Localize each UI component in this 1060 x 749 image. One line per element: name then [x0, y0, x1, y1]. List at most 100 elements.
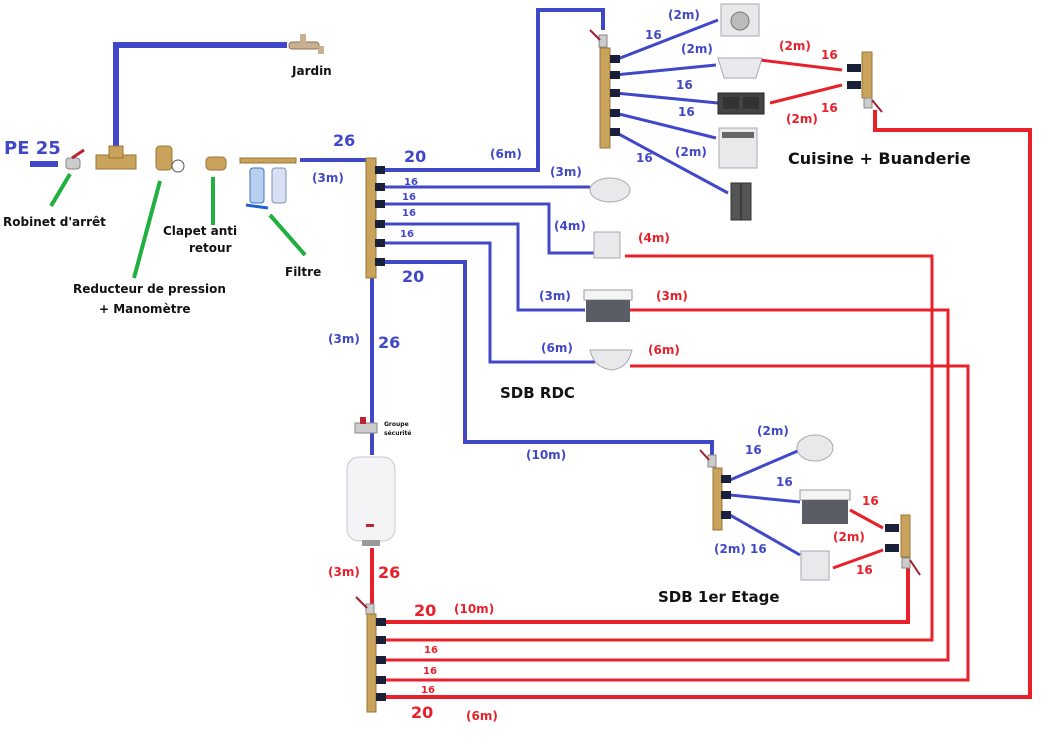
room-bath-ground: SDB RDC	[500, 384, 575, 402]
size-label: 16	[821, 48, 838, 62]
size-label: 16	[423, 666, 437, 677]
hot-pipe-first-floor	[385, 568, 910, 624]
size-label: 16	[424, 645, 438, 656]
safety-group-label-1: Groupe	[384, 421, 409, 428]
kitchen-cold-branches	[614, 18, 729, 195]
water-heater-icon	[346, 456, 396, 546]
cold-pipe-bath	[380, 241, 595, 364]
length-label: (6m)	[490, 147, 522, 161]
length-label: (6m)	[541, 341, 573, 355]
supply-pipe-label: PE 25	[4, 138, 61, 159]
stop-valve-label: Robinet d'arrêt	[3, 215, 106, 229]
size-label: 16	[421, 685, 435, 696]
length-label: (6m)	[648, 343, 680, 357]
washbasin-icon	[717, 57, 763, 79]
filter-label: Filtre	[285, 265, 321, 279]
size-label: 16	[745, 443, 762, 457]
length-label: (6m)	[466, 709, 498, 723]
kitchen-hot-branches	[759, 58, 843, 105]
filter-icon	[239, 157, 297, 210]
length-label: (2m)	[833, 530, 865, 544]
size-label: 16	[821, 101, 838, 115]
component-labels: PE 25 Robinet d'arrêt Reducteur de press…	[3, 64, 411, 437]
room-labels: Cuisine + Buanderie SDB RDC SDB 1er Etag…	[500, 149, 971, 606]
size-label: 16	[676, 78, 693, 92]
fridge-icon	[730, 182, 752, 221]
safety-group-label-2: sécurité	[384, 430, 411, 437]
length-label: (2m)	[779, 39, 811, 53]
bathtub-ground-icon	[589, 349, 633, 371]
first-floor-cold-manifold	[699, 449, 731, 531]
cold-pipes	[30, 8, 801, 557]
garden-pipe	[113, 42, 287, 148]
length-label: (3m)	[550, 165, 582, 179]
length-label: (3m)	[656, 289, 688, 303]
size-label: 16	[400, 229, 414, 240]
tee-fitting-icon	[95, 145, 137, 170]
hot-pipes	[370, 58, 1032, 699]
shower-ground-icon	[593, 231, 621, 259]
pressure-reducer-icon	[155, 145, 185, 173]
length-label: (2m)	[786, 112, 818, 126]
vanity-first-icon	[799, 489, 851, 524]
reducer-label: Reducteur de pression	[73, 282, 226, 296]
wc-first-icon	[796, 434, 834, 462]
kitchen-cold-manifold	[589, 29, 620, 149]
size-label: 20	[411, 703, 433, 722]
room-bath-first: SDB 1er Etage	[658, 588, 780, 606]
length-label: (3m)	[328, 332, 360, 346]
length-label: (2m)	[675, 145, 707, 159]
length-label: (2m)	[714, 542, 746, 556]
size-label: 16	[750, 542, 767, 556]
room-kitchen: Cuisine + Buanderie	[788, 149, 971, 168]
stop-valve-icon	[65, 148, 85, 170]
length-label: (10m)	[454, 602, 494, 616]
cold-pipe-vanity	[380, 222, 585, 312]
size-label: 16	[402, 208, 416, 219]
size-label: 26	[378, 333, 400, 352]
pointer-lines	[49, 172, 307, 279]
check-valve-label-2: retour	[189, 241, 232, 255]
size-label: 16	[776, 475, 793, 489]
size-label: 16	[862, 494, 879, 508]
size-label: 16	[678, 105, 695, 119]
garden-tap-icon	[288, 34, 324, 54]
first-floor-hot-branches	[832, 508, 884, 570]
cold-pipe-first-floor	[380, 260, 714, 458]
size-label: 16	[645, 28, 662, 42]
cold-main-manifold	[365, 157, 385, 279]
size-label: 16	[636, 151, 653, 165]
shower-first-icon	[800, 550, 830, 581]
length-label: (2m)	[668, 8, 700, 22]
size-label: 20	[402, 267, 424, 286]
garden-label: Jardin	[291, 64, 332, 78]
length-label: (3m)	[328, 565, 360, 579]
kitchen-sink-icon	[717, 92, 765, 115]
check-valve-label-1: Clapet anti	[163, 224, 237, 238]
vanity-ground-icon	[583, 289, 633, 322]
hot-pipe-labels: (3m) 26 20 (10m) (4m) 16 (3m) 16 (6m) 16…	[328, 39, 879, 723]
first-floor-hot-manifold	[885, 514, 921, 576]
length-label: (4m)	[554, 219, 586, 233]
size-label: 20	[404, 147, 426, 166]
safety-group-icon	[354, 417, 378, 434]
hot-pipe-bath	[385, 364, 970, 682]
cold-pipe-labels: 26 (3m) 20 (6m) 16 (3m) 16 (4m) 16 (3m) …	[312, 8, 793, 556]
length-label: (4m)	[638, 231, 670, 245]
hot-pipe-kitchen	[385, 110, 1032, 699]
wc-ground-icon	[589, 177, 631, 203]
size-label: 26	[378, 563, 400, 582]
length-label: (3m)	[312, 171, 344, 185]
hot-main-manifold	[355, 596, 386, 713]
cold-pipe-kitchen	[380, 8, 605, 172]
size-label: 16	[404, 177, 418, 188]
hot-pipe-shower	[385, 254, 934, 642]
kitchen-hot-manifold	[847, 51, 883, 113]
size-label: 16	[856, 563, 873, 577]
length-label: (2m)	[681, 42, 713, 56]
length-label: (3m)	[539, 289, 571, 303]
hot-pipe-vanity	[385, 308, 950, 662]
manometer-label: + Manomètre	[99, 302, 191, 316]
length-label: (10m)	[526, 448, 566, 462]
